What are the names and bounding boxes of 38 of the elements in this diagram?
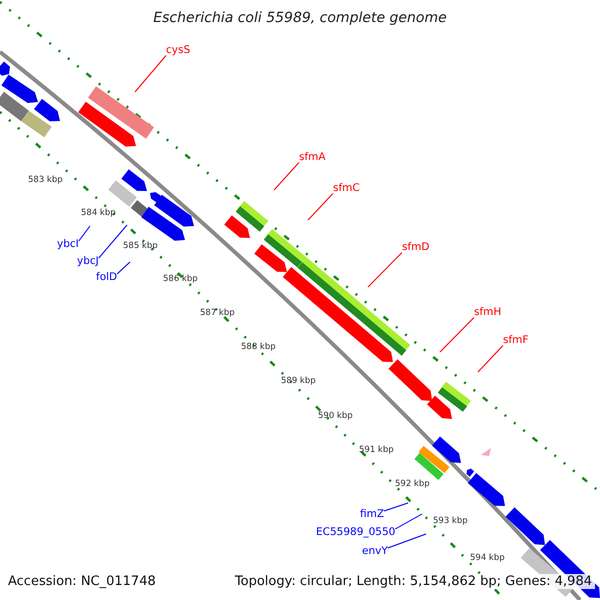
leader-line — [98, 224, 128, 258]
leader-line — [308, 193, 334, 220]
gene-label: sfmF — [503, 335, 528, 346]
gene-label: cysS — [166, 45, 190, 56]
scale-label: 583 kbp — [28, 176, 63, 184]
map-title: Escherichia coli 55989, complete genome — [152, 11, 448, 25]
gene-label: sfmA — [299, 152, 326, 162]
scale-label: 587 kbp — [200, 309, 235, 318]
gene-label: envY — [362, 546, 388, 556]
scale-label: 591 kbp — [359, 446, 394, 454]
scale-label: 585 kbp — [123, 242, 158, 250]
leader-line — [440, 317, 474, 352]
leader-line — [394, 514, 422, 530]
gene-label: folD — [96, 272, 118, 282]
gene-label: EC55989_0550 — [316, 527, 396, 538]
leader-line — [478, 345, 504, 372]
leader-line — [387, 534, 426, 548]
leader-line — [78, 226, 90, 242]
scale-label: 588 kbp — [241, 343, 276, 352]
scale-label: 592 kbp — [395, 480, 430, 488]
scale-label: 584 kbp — [81, 209, 116, 218]
scale-label: 594 kbp — [470, 554, 505, 562]
footer-text: Topology: circular; Length: 5,154,862 bp; Genes: 4,984 — [232, 574, 595, 589]
gene-label: fimZ — [360, 509, 384, 520]
gene-label: sfmD — [402, 242, 430, 252]
leader-line — [384, 502, 408, 512]
gene-label: ybcJ — [77, 256, 99, 266]
scale-label: 589 kbp — [281, 377, 316, 386]
gene-label: sfmH — [474, 307, 502, 318]
gene-label: ybcI — [57, 239, 79, 250]
leader-line — [274, 162, 300, 190]
leader-line — [116, 262, 130, 274]
gene-label: sfmC — [333, 183, 360, 194]
leader-line — [134, 55, 166, 92]
scale-label: 586 kbp — [163, 275, 198, 284]
scale-label: 590 kbp — [318, 412, 353, 420]
scale-label: 593 kbp — [433, 517, 468, 526]
leader-line — [368, 252, 402, 288]
